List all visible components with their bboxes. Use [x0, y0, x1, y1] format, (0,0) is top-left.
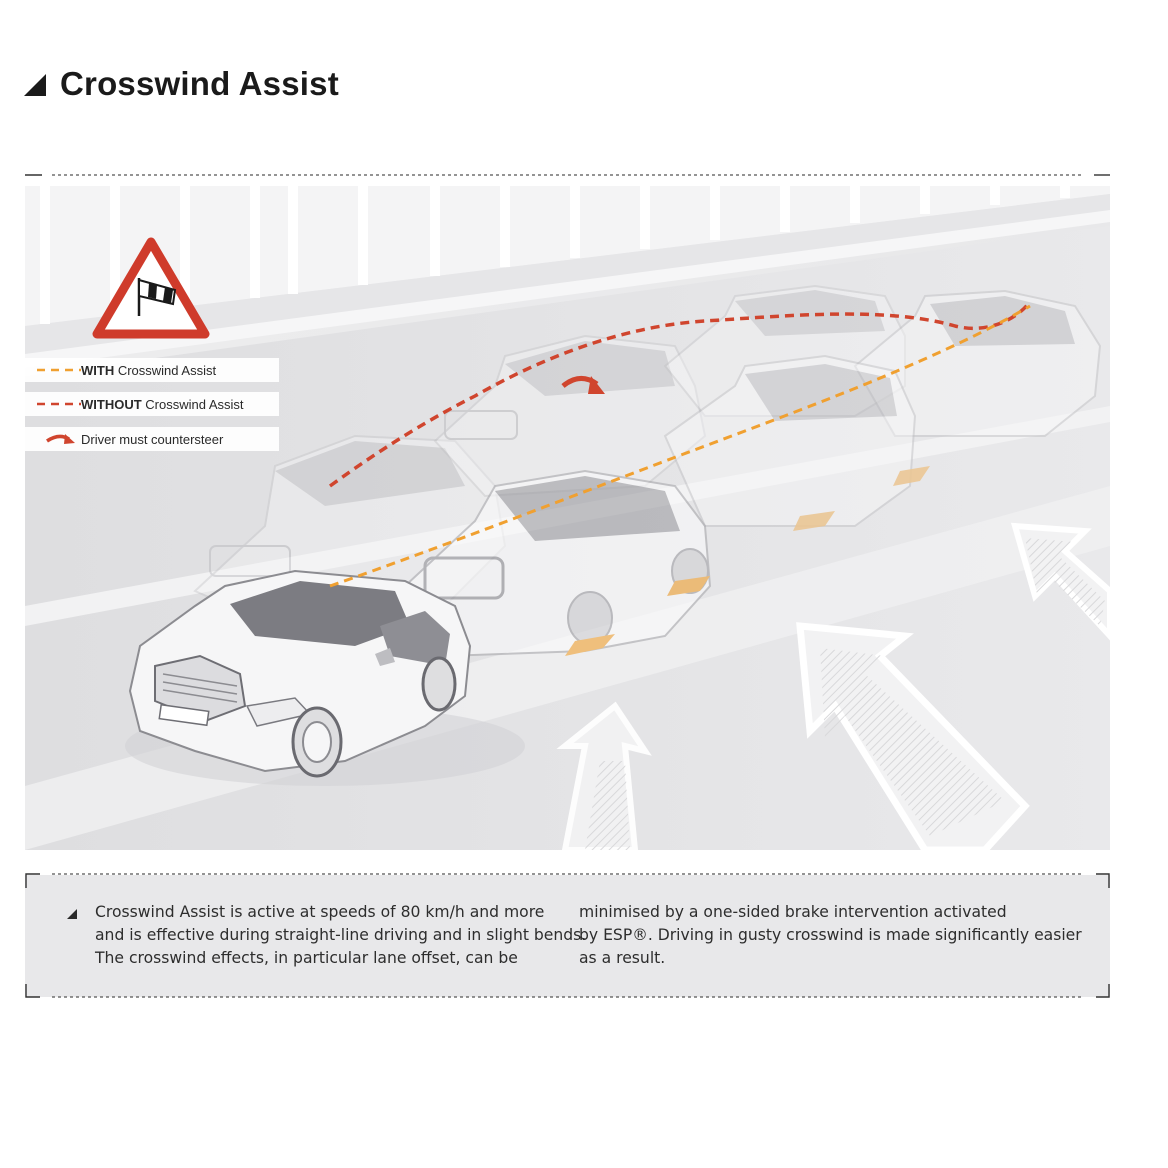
front-car [125, 569, 525, 786]
crosswind-illustration [25, 186, 1110, 850]
description-line: as a result. [579, 949, 666, 967]
legend-label-without: WITHOUT Crosswind Assist [81, 396, 244, 412]
bullet-triangle-icon [67, 909, 77, 919]
countersteer-arrow-icon [561, 376, 605, 394]
without-assist-swatch [25, 392, 81, 416]
title-triangle-icon [24, 74, 46, 96]
legend-item-without: WITHOUT Crosswind Assist [25, 392, 279, 416]
legend-item-countersteer: Driver must countersteer [25, 427, 279, 451]
path-without-assist [328, 300, 1032, 488]
wind-arrow-icon [556, 701, 652, 850]
crosswind-warning-sign-icon [92, 237, 210, 339]
description-line: and is effective during straight-line dr… [95, 926, 587, 944]
description-line: The crosswind effects, in particular lan… [95, 949, 518, 967]
legend-item-with: WITH Crosswind Assist [25, 358, 279, 382]
path-with-assist [329, 304, 1031, 588]
middle-car [403, 469, 712, 658]
legend-label-with: WITH Crosswind Assist [81, 362, 217, 378]
ghost-car [663, 354, 930, 531]
with-assist-swatch [25, 358, 81, 382]
description-line: Crosswind Assist is active at speeds of … [95, 903, 545, 921]
bridge-railing [25, 186, 1110, 368]
description-box: Crosswind Assist is active at speeds of … [25, 875, 1110, 997]
description-column-2: minimised by a one-sided brake intervent… [579, 901, 1082, 970]
title-block: Crosswind Assist [24, 64, 339, 104]
wind-arrow-icon [1010, 522, 1110, 641]
description-line: minimised by a one-sided brake intervent… [579, 903, 1007, 921]
page-title: Crosswind Assist [60, 65, 339, 102]
description-box-frame [25, 873, 1110, 998]
description-line: by ESP®. Driving in gusty crosswind is m… [579, 926, 1082, 944]
countersteer-arrow-icon [25, 427, 81, 451]
description-column-1: Crosswind Assist is active at speeds of … [95, 901, 587, 970]
wind-arrow-icon [796, 622, 1030, 850]
legend-label-countersteer: Driver must countersteer [81, 431, 224, 447]
top-dashed-rule [25, 174, 1110, 176]
